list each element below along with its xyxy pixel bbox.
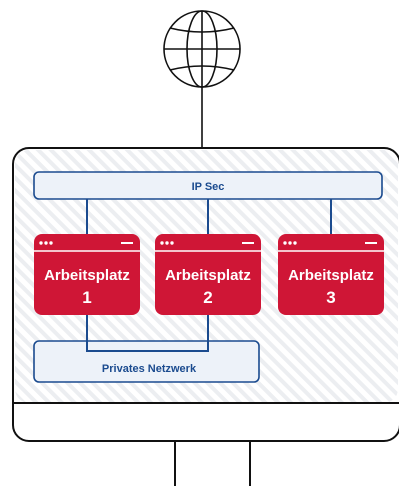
private-network-label: Privates Netzwerk xyxy=(102,363,197,375)
workstation-1[interactable]: Arbeitsplatz 1 xyxy=(34,234,140,315)
workstation-2-number: 2 xyxy=(203,288,212,307)
private-network-box: Privates Netzwerk xyxy=(33,340,260,383)
workstation-3-title: Arbeitsplatz xyxy=(288,267,374,284)
workstation-3-number: 3 xyxy=(326,288,335,307)
monitor-stand xyxy=(174,441,251,486)
ipsec-label: IP Sec xyxy=(192,181,225,193)
window-dots-icon xyxy=(39,241,53,245)
ipsec-connectors xyxy=(86,199,332,234)
workstation-1-number: 1 xyxy=(82,288,91,307)
workstation-2[interactable]: Arbeitsplatz 2 xyxy=(155,234,261,315)
workstation-2-title: Arbeitsplatz xyxy=(165,267,251,284)
ipsec-box: IP Sec xyxy=(33,171,383,200)
globe-icon xyxy=(163,10,241,88)
workstation-1-title: Arbeitsplatz xyxy=(44,267,130,284)
window-dots-icon xyxy=(283,241,297,245)
workstation-3[interactable]: Arbeitsplatz 3 xyxy=(278,234,384,315)
private-network-connector xyxy=(86,314,209,352)
window-dots-icon xyxy=(160,241,174,245)
